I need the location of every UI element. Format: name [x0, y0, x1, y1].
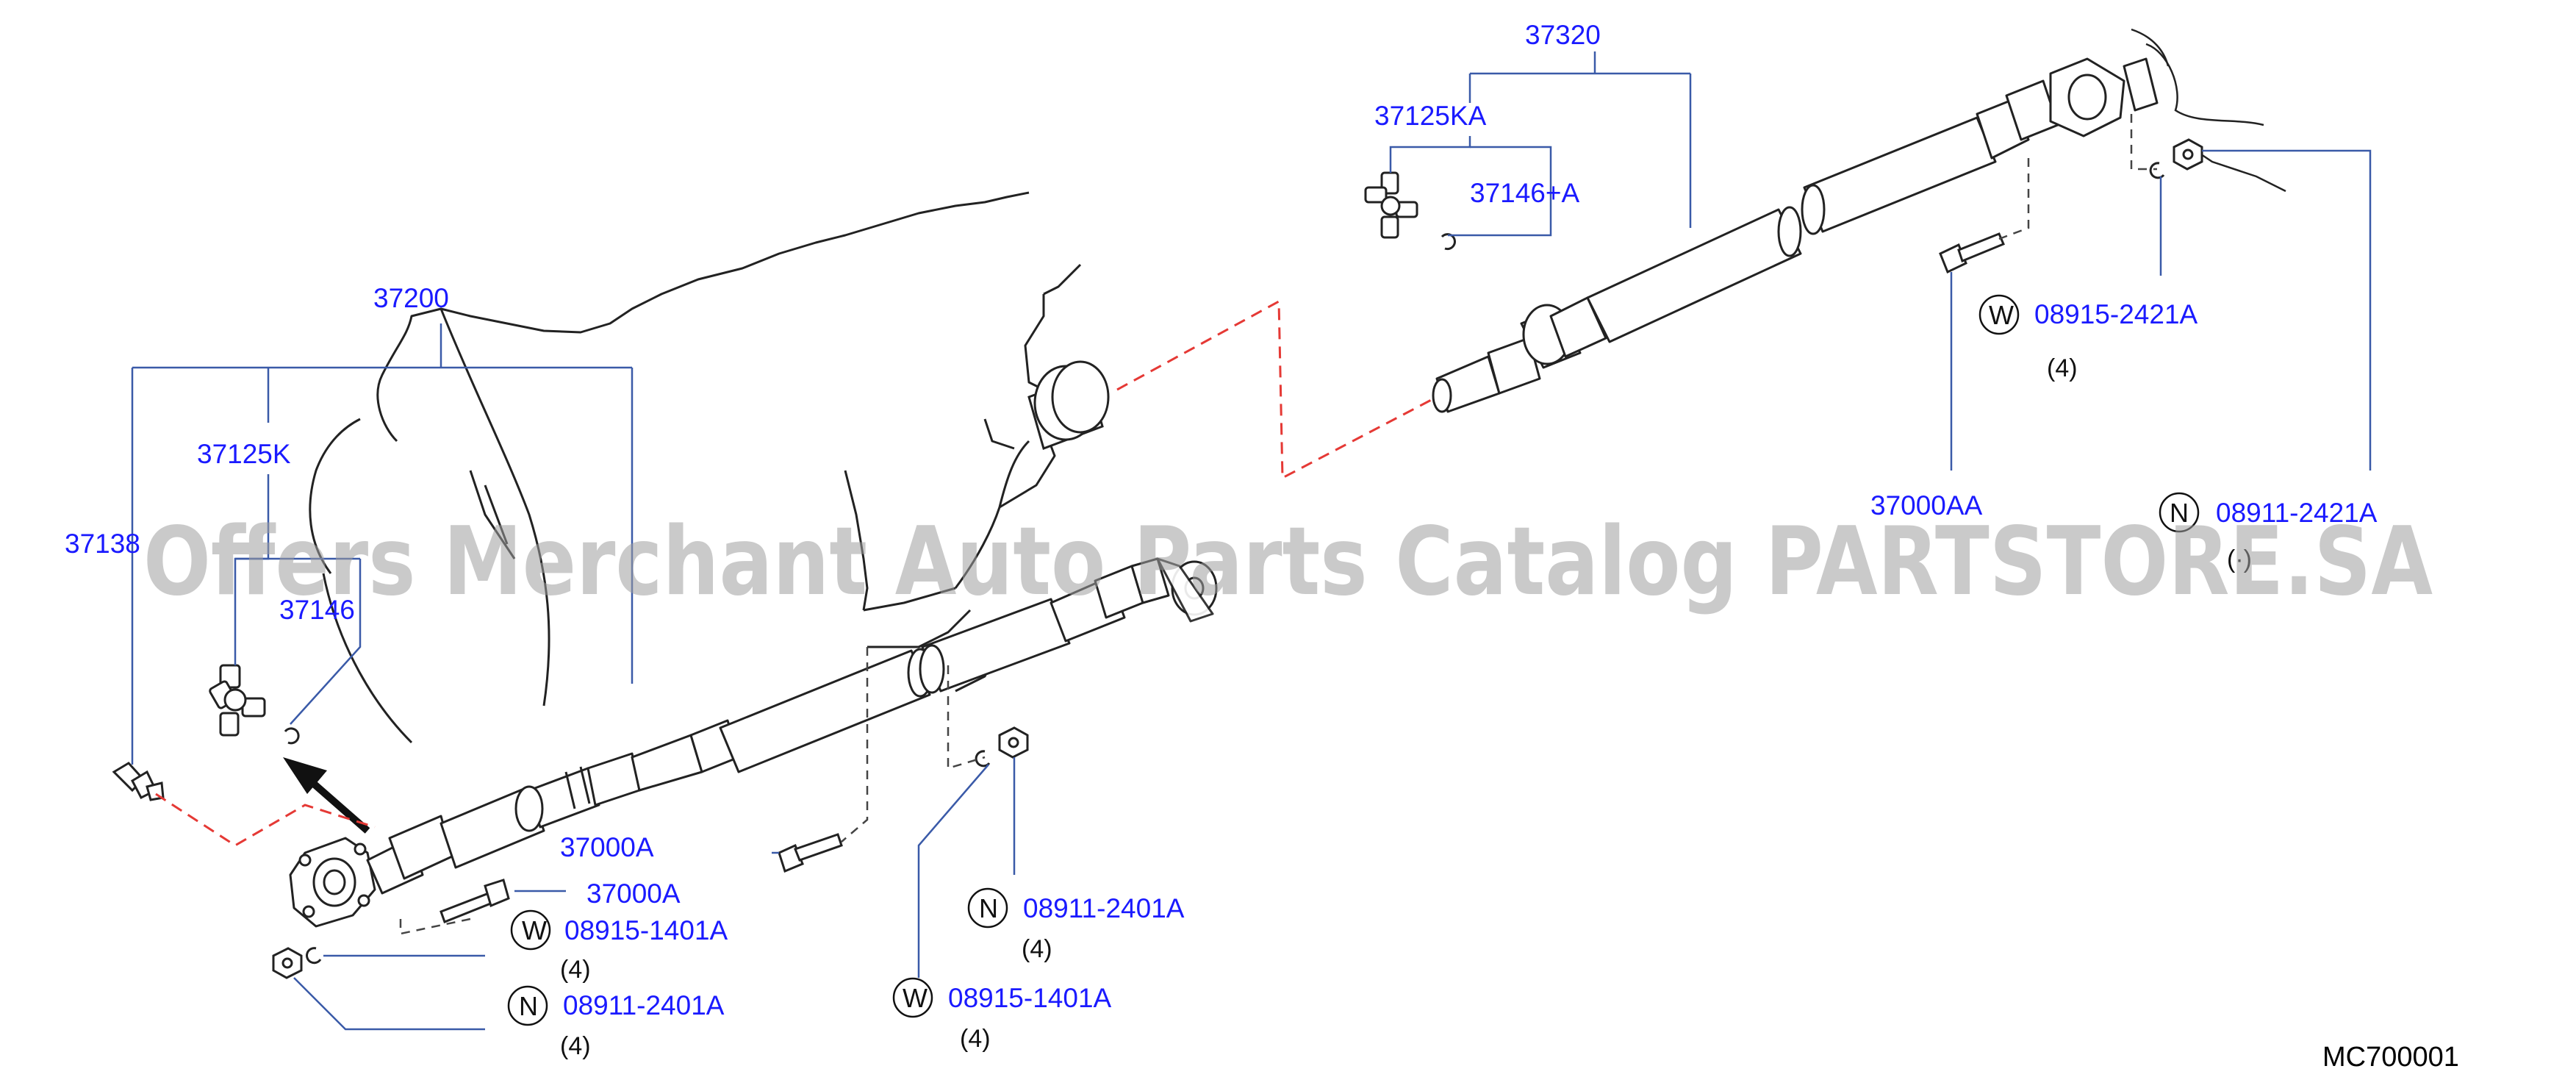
label-37146: 37146 — [279, 595, 355, 625]
direction-arrow — [283, 757, 370, 834]
nut-08911-2401a-mid — [998, 726, 1029, 759]
washer-left-marker: W — [522, 915, 547, 945]
dashed-hardware-lines — [399, 114, 2157, 935]
transmission-housing — [309, 191, 1082, 744]
diagram-reference: MC700001 — [2322, 1042, 2459, 1073]
label-08911-2421a: 08911-2421A — [2216, 498, 2378, 528]
universal-joint-spider-37125K — [209, 664, 266, 737]
label-08915-1401a-mid: 08915-1401A — [948, 983, 1112, 1013]
front-flange-yoke — [289, 837, 376, 928]
rear-propeller-shaft — [1432, 57, 2159, 413]
universal-joint-spider-37125KA — [1364, 171, 1418, 239]
transfer-output-flange — [1027, 360, 1110, 450]
label-37000aa: 37000AA — [1870, 490, 1983, 521]
label-37200: 37200 — [373, 283, 449, 313]
label-37000a-lower: 37000A — [586, 879, 681, 909]
front-propeller-shaft — [289, 557, 1218, 928]
washer-08915-2421a — [2149, 162, 2165, 179]
snap-ring-37146 — [284, 727, 300, 745]
washer-mid-marker: W — [903, 983, 928, 1013]
qty-washer-rear: (4) — [2047, 354, 2078, 382]
label-37320: 37320 — [1525, 20, 1601, 50]
nut-rear-marker: N — [2170, 498, 2189, 528]
qty-nut-left: (4) — [560, 1032, 591, 1060]
nut-08911-2421a — [2173, 138, 2203, 171]
label-08911-2401a-mid: 08911-2401A — [1023, 893, 1185, 923]
qty-nut-rear: (·) — [2227, 546, 2252, 573]
leader-lines — [131, 51, 2372, 1031]
dashed-link-lines — [155, 299, 1438, 847]
part-labels: 37200 37125K 37138 37146 37000A 37000A W… — [65, 20, 2459, 1073]
nut-08911-2401a-left — [272, 947, 303, 979]
label-08915-1401a-left: 08915-1401A — [564, 915, 728, 945]
label-37125ka: 37125KA — [1374, 101, 1487, 131]
label-37125k: 37125K — [197, 439, 291, 469]
qty-nut-mid: (4) — [1022, 935, 1052, 963]
label-37000a-upper: 37000A — [560, 832, 654, 862]
label-37138: 37138 — [65, 529, 140, 559]
bolt-37000a-lower — [440, 879, 510, 923]
bolt-37000aa — [1939, 232, 2005, 274]
label-08911-2401a-left: 08911-2401A — [563, 990, 725, 1020]
washer-08915-1401a-mid — [975, 750, 991, 768]
qty-washer-mid: (4) — [960, 1025, 991, 1053]
washer-rear-marker: W — [1989, 300, 2014, 330]
label-08915-2421a: 08915-2421A — [2034, 299, 2198, 329]
washer-08915-1401a-left — [306, 947, 322, 965]
label-37146a: 37146+A — [1470, 178, 1579, 208]
nut-left-marker: N — [519, 991, 538, 1021]
qty-washer-left: (4) — [560, 956, 591, 984]
bolt-37000a-upper — [778, 833, 843, 873]
snap-ring-37146a — [1441, 233, 1456, 251]
watermark: Offers Merchant Auto Parts Catalog PARTS… — [143, 507, 2433, 617]
nut-mid-marker: N — [979, 893, 998, 923]
rear-axle-outline — [2131, 28, 2286, 193]
